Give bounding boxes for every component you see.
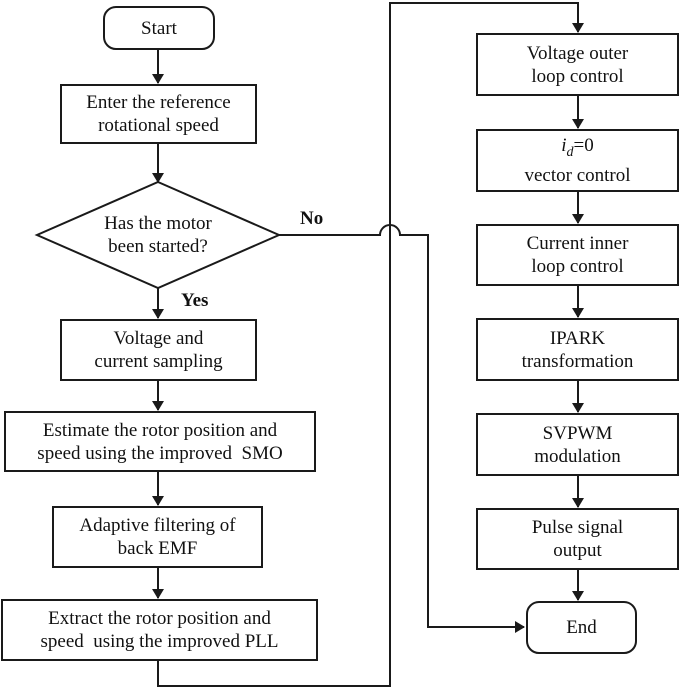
id-subscript: d xyxy=(566,144,574,160)
end-terminal: End xyxy=(526,601,637,654)
extract-step: Extract the rotor position and speed usi… xyxy=(1,599,318,661)
voltage-loop-line1: Voltage outer xyxy=(526,42,629,64)
pulse-line1: Pulse signal xyxy=(531,517,624,538)
id-equation: id=0 xyxy=(561,134,594,164)
id-symbol: i xyxy=(561,135,567,157)
extract-line1: Extract the rotor position and xyxy=(48,608,271,629)
svpwm-line2: modulation xyxy=(534,445,621,467)
id-control-step: id=0 vector control xyxy=(476,129,679,192)
ipark-line1: IPARK xyxy=(549,327,606,349)
id-eq: =0 xyxy=(573,135,594,157)
svpwm-step: SVPWM modulation xyxy=(476,413,679,476)
yes-label: Yes xyxy=(181,290,209,311)
pulse-step: Pulse signal output xyxy=(476,508,679,570)
current-loop-line2: loop control xyxy=(531,256,624,277)
start-terminal: Start xyxy=(103,6,215,50)
connector-extract-to-voltage-loop xyxy=(157,2,584,687)
decision-line2: been started? xyxy=(108,236,208,257)
start-label: Start xyxy=(141,17,177,39)
id-control-line2: vector control xyxy=(524,164,631,186)
ipark-step: IPARK transformation xyxy=(476,318,679,381)
enter-speed-line2: rotational speed xyxy=(98,115,219,136)
connector-no-branch xyxy=(277,224,525,633)
ipark-line2: transformation xyxy=(521,350,634,372)
enter-speed-step: Enter the reference rotational speed xyxy=(60,84,257,144)
voltage-loop-line2: loop control xyxy=(531,65,624,87)
estimate-step: Estimate the rotor position and speed us… xyxy=(4,411,316,472)
filtering-line2: back EMF xyxy=(117,538,198,559)
current-loop-step: Current inner loop control xyxy=(476,224,679,286)
estimate-line2: speed using the improved SMO xyxy=(37,442,283,464)
sampling-line2: current sampling xyxy=(94,351,223,372)
sampling-line1: Voltage and xyxy=(113,328,204,349)
sampling-step: Voltage and current sampling xyxy=(60,319,257,381)
filtering-step: Adaptive filtering of back EMF xyxy=(52,506,263,568)
filtering-line1: Adaptive filtering of xyxy=(79,515,236,536)
current-loop-line1: Current inner xyxy=(526,233,629,254)
decision-text: Has the motor been started? xyxy=(68,210,248,260)
no-label: No xyxy=(300,208,324,229)
svpwm-line1: SVPWM xyxy=(542,422,613,444)
decision-line1: Has the motor xyxy=(104,213,212,234)
estimate-line1: Estimate the rotor position and xyxy=(42,419,278,441)
enter-speed-line1: Enter the reference xyxy=(86,92,231,113)
decision-diamond xyxy=(34,180,282,290)
end-label: End xyxy=(566,617,597,638)
extract-line2: speed using the improved PLL xyxy=(40,631,279,652)
voltage-loop-step: Voltage outer loop control xyxy=(476,33,679,96)
pulse-line2: output xyxy=(553,540,602,561)
